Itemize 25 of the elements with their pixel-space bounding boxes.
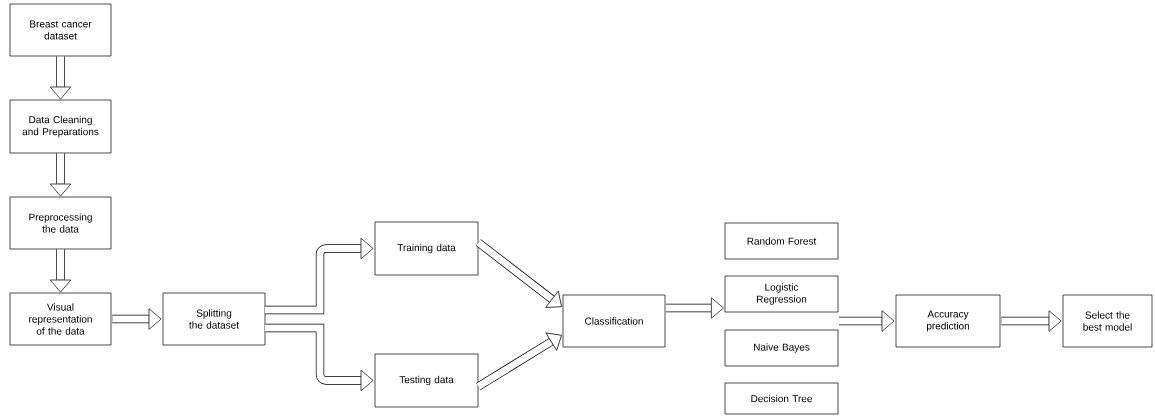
process-box: Visual representation of the data [9,292,112,346]
block-arrow [49,249,72,293]
block-arrow [1001,310,1062,332]
process-box: Logistic Regression [724,275,839,313]
block-arrow [666,297,724,319]
block-arrow [265,323,374,392]
block-arrow [475,239,562,308]
process-box: Data Cleaning and Preparations [9,99,112,154]
block-arrow [476,332,562,391]
block-arrow [112,308,162,330]
block-arrow [49,153,72,197]
process-box: Naive Bayes [724,329,839,367]
block-arrow [49,56,72,100]
process-box: Random Forest [724,222,839,260]
process-box: Accuracy prediction [895,294,1001,348]
process-box: Select the best model [1062,294,1153,348]
block-arrow [265,237,374,315]
process-box: Preprocessing the data [9,196,112,250]
process-box: Splitting the dataset [162,292,266,346]
process-box: Training data [374,221,479,276]
process-box: Breast cancer dataset [9,3,112,57]
process-box: Decision Tree [724,382,839,415]
block-arrow [839,310,895,332]
process-box: Testing data [374,353,479,408]
process-box: Classification [562,294,666,348]
